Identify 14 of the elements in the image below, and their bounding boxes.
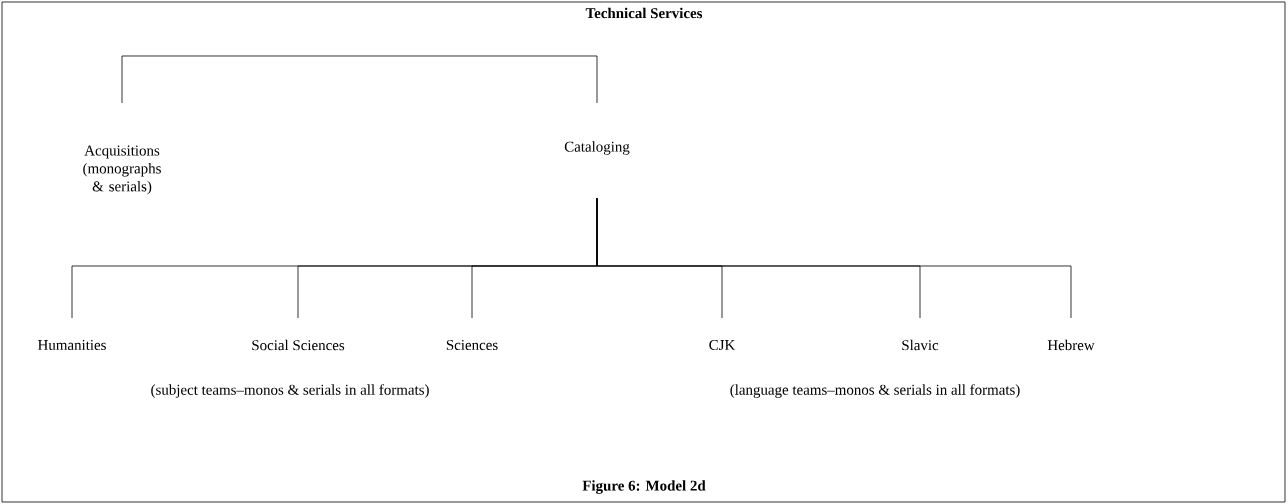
node-label: Humanities (38, 340, 106, 350)
node-label: Hebrew (1047, 339, 1095, 351)
note: (language teams–monos & serials in all formats) (730, 384, 1020, 398)
caption: Figure 6: Model 2d (582, 480, 706, 494)
connector-line (121, 55, 598, 104)
title: Technical Services (585, 7, 703, 19)
connector-line (596, 197, 1072, 319)
note: (subject teams–monos & serials in all formats) (151, 384, 429, 398)
node-label: CJK (709, 340, 736, 350)
node-label: Cataloging (564, 141, 630, 155)
node-label: Social Sciences (252, 339, 345, 351)
node-label: Slavic (902, 339, 939, 351)
node-label: Acquisitions (monographs & serials) (83, 145, 161, 195)
node-label: Sciences (446, 340, 498, 350)
